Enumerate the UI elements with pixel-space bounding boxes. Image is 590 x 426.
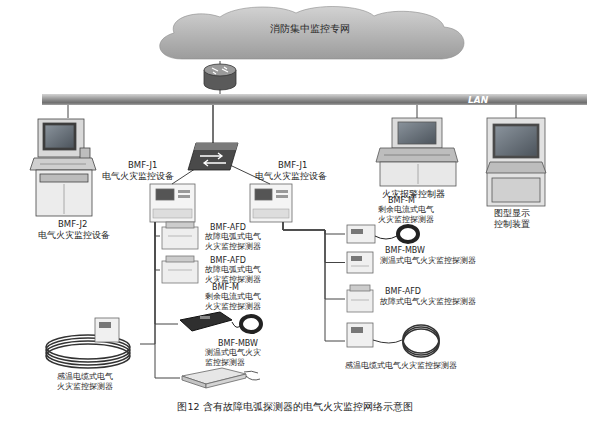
arc-fault-detector: BMF-AFD故障式电气火灾监控探测器 <box>345 285 375 313</box>
node-text: 感温电缆式电气火灾监控探测器 <box>345 361 457 371</box>
model-label: BMF-J1 <box>128 160 158 171</box>
station-drawing <box>30 119 96 216</box>
model-label: BMF-MBW <box>385 246 425 256</box>
model-label: BMF-J2 <box>58 219 88 230</box>
connector-line <box>155 222 180 378</box>
console-drawing <box>376 118 458 186</box>
model-label: BMF-AFD <box>385 287 421 297</box>
node-text: 消防集中监控专网 <box>150 24 470 34</box>
node-text: LAN <box>468 95 488 106</box>
connector-line <box>283 222 345 263</box>
model-label: BMF-J1 <box>278 160 308 171</box>
model-label: BMF-MBW <box>218 339 258 349</box>
connector-line <box>283 222 345 299</box>
connector-line <box>68 105 69 118</box>
router-symbol <box>204 64 236 90</box>
monitor-device: BMF-J1电气火灾监控设备 <box>250 184 292 222</box>
figure-caption: 图12 含有故障电弧探测器的电气火灾监控网络示意图 <box>0 401 590 414</box>
connector-line <box>140 222 155 344</box>
temperature-drawing <box>347 252 373 273</box>
monitor-device: BMF-J1电气火灾监控设备 <box>150 184 195 222</box>
node-text: 电气火灾监控设备 <box>102 171 174 182</box>
module-drawing <box>347 285 373 312</box>
residual-current-drawing <box>180 312 261 332</box>
node-text: 电气火灾监控设备 <box>38 230 110 241</box>
residual-current-drawing <box>347 225 418 243</box>
node-text: 故障电弧式电气 火灾监控探测器 <box>205 265 265 285</box>
node-text: 剩余电流式电气 火灾监控探测器 <box>205 292 265 311</box>
temperature-detector: BMF-MBW测温式电气火灾 监控探测器 <box>180 368 260 388</box>
connector-line <box>155 222 160 270</box>
node-text: 电气火灾监控设备 <box>255 171 327 182</box>
cloud-network: 消防集中监控专网 <box>150 5 470 61</box>
node-text: 故障式电气火灾监控探测器 <box>380 297 476 307</box>
monitor-station: BMF-J2电气火灾监控设备 <box>33 118 95 216</box>
controller-drawing <box>250 184 292 222</box>
node-text: 感温电缆式电气 火灾监控探测器 <box>57 372 117 392</box>
model-label: BMF-M <box>388 196 415 206</box>
connector-line <box>417 105 418 118</box>
graphic-display: 图型显示 控制装置 <box>485 118 547 206</box>
fire-alarm-controller: 火灾报警控制器 <box>378 118 456 186</box>
console-drawing <box>486 118 546 206</box>
connector-line <box>155 222 178 324</box>
node-text: 测温式电气火灾 监控探测器 <box>205 348 265 368</box>
connector-line <box>283 222 345 341</box>
node-text: 测温式电气火灾监控探测器 <box>380 256 476 266</box>
node-text: 故障电弧式电气 火灾监控探测器 <box>205 232 265 252</box>
connector-line <box>155 222 160 236</box>
connector-line <box>516 105 517 118</box>
temperature-detector: BMF-MBW测温式电气火灾监控探测器 <box>345 250 375 275</box>
residual-current-detector: BMF-M剩余电流式电气 火灾监控探测器 <box>178 312 263 336</box>
model-label: BMF-AFD <box>210 223 246 233</box>
cable-coil-drawing <box>46 318 130 368</box>
cable-temperature-detector: 感温电缆式电气火灾监控探测器 <box>345 322 440 360</box>
model-label: BMF-AFD <box>210 256 246 266</box>
switch-symbol <box>188 143 238 170</box>
arc-fault-detector: BMF-AFD故障电弧式电气 火灾监控探测器 <box>160 256 200 284</box>
arc-fault-detector: BMF-AFD故障电弧式电气 火灾监控探测器 <box>160 222 200 250</box>
temperature-drawing <box>182 368 260 388</box>
model-label: BMF-M <box>212 283 239 293</box>
cable-temperature-detector: 感温电缆式电气 火灾监控探测器 <box>45 318 140 370</box>
controller-drawing <box>150 184 195 222</box>
lan-bus: LAN <box>42 94 587 105</box>
connector-line <box>283 222 345 234</box>
residual-current-detector: BMF-M剩余电流式电气 火灾监控探测器 <box>345 224 420 244</box>
module-drawing <box>162 222 198 283</box>
cable-coil-drawing <box>347 323 439 357</box>
node-text: 剩余电流式电气 火灾监控探测器 <box>378 205 438 225</box>
node-text: 图型显示 控制装置 <box>494 208 534 230</box>
